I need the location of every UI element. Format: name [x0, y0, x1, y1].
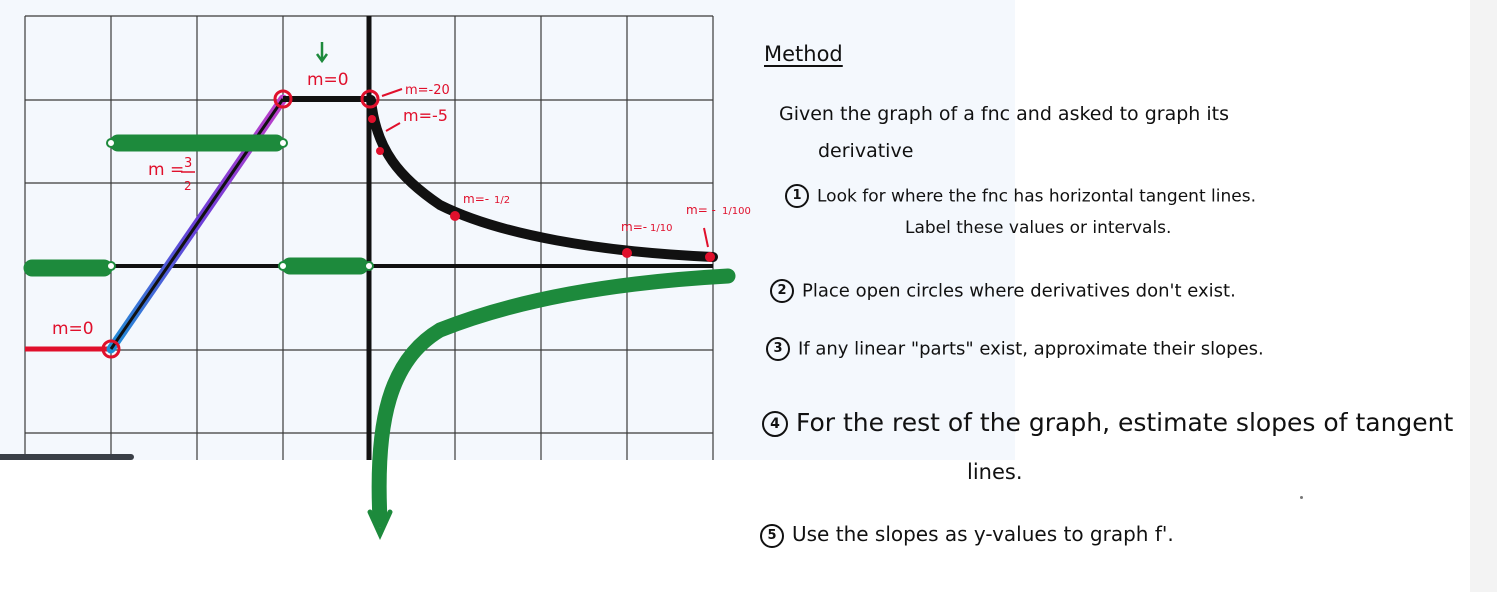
right-edge-strip — [1470, 0, 1497, 592]
intro-line-2: derivative — [818, 140, 914, 162]
step-5-text: Use the slopes as y-values to graph f'. — [792, 522, 1174, 546]
step-5-number: 5 — [760, 523, 784, 548]
label-m0-top: m=0 — [307, 70, 349, 90]
label-m0-left: m=0 — [52, 319, 94, 339]
step-2: 2 Place open circles where derivatives do… — [770, 279, 1236, 303]
label-m-neg-half-frac: 1/2 — [494, 195, 510, 206]
label-m-neg-half: m=- — [463, 192, 489, 206]
label-m-slope-num: 3 — [184, 156, 192, 171]
slope-points — [368, 115, 715, 262]
label-m-neg20: m=-20 — [405, 83, 450, 98]
corner-circles — [101, 89, 380, 359]
step-4: 4 For the rest of the graph, estimate slo… — [762, 408, 1453, 437]
derivative-open-circles — [106, 138, 374, 271]
step-4-number: 4 — [762, 411, 788, 437]
slope-labels: m=0 m=0 m = 3 2 m=-20 m=-5 m=- 1/2 m=- 1… — [52, 70, 751, 339]
label-m-neg-tenth-frac: 1/10 — [650, 223, 672, 234]
step-1-text: Look for where the fnc has horizontal ta… — [817, 186, 1256, 207]
intro-line-1: Given the graph of a fnc and asked to gr… — [779, 103, 1229, 125]
step-3: 3 If any linear "parts" exist, approximat… — [766, 337, 1264, 361]
step-4-sub: lines. — [967, 460, 1023, 484]
step-1-number: 1 — [785, 184, 809, 208]
step-5: 5 Use the slopes as y-values to graph f'. — [760, 522, 1174, 548]
label-m-neg-hundredth: m= - — [686, 203, 716, 217]
step-3-number: 3 — [766, 337, 790, 361]
derivative-sketch-graph: m=0 m=0 m = 3 2 m=-20 m=-5 m=- 1/2 m=- 1… — [23, 15, 751, 541]
annotation-arrows — [381, 88, 709, 248]
green-down-arrow-icon — [315, 42, 329, 64]
label-m-neg5: m=-5 — [403, 106, 448, 125]
stray-dot — [1300, 496, 1303, 499]
method-title: Method — [764, 42, 843, 66]
step-4-text: For the rest of the graph, estimate slop… — [796, 408, 1454, 437]
step-1-sub: Label these values or intervals. — [905, 218, 1172, 238]
step-1: 1 Look for where the fnc has horizontal t… — [785, 184, 1256, 208]
derivative-arrowhead — [367, 509, 393, 541]
step-2-number: 2 — [770, 279, 794, 303]
label-m-slope-prefix: m = — [148, 160, 184, 180]
derivative-graph — [23, 134, 736, 541]
scroll-indicator[interactable] — [0, 454, 134, 460]
label-m-slope-den: 2 — [184, 179, 192, 193]
derivative-curve — [371, 268, 736, 528]
step-3-text: If any linear "parts" exist, approximate… — [798, 338, 1264, 360]
label-m-neg-hundredth-frac: 1/100 — [722, 206, 751, 217]
label-m-neg-tenth: m=- — [621, 220, 647, 234]
step-2-text: Place open circles where derivatives don… — [802, 280, 1236, 302]
